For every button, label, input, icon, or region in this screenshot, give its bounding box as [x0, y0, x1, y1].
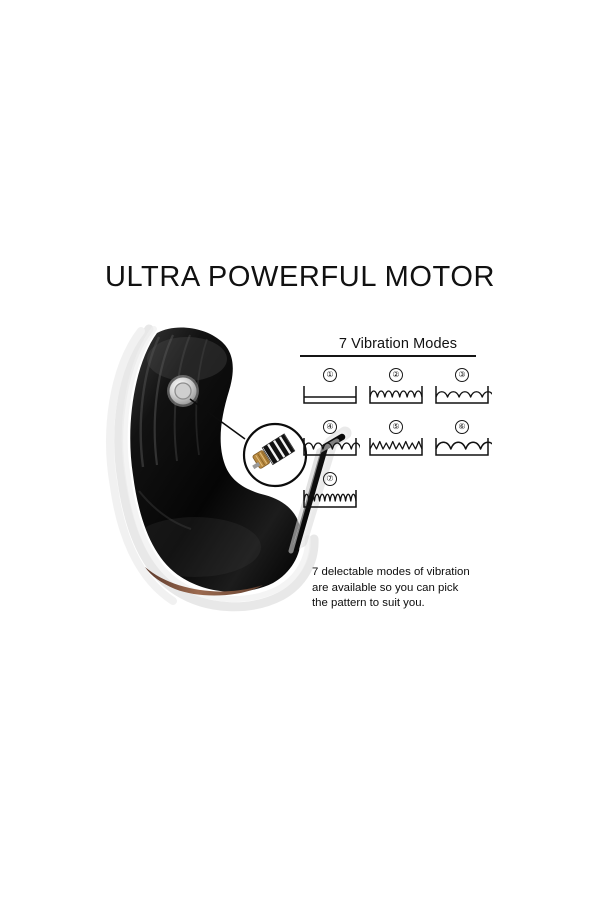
- mode-number-2: ②: [366, 366, 426, 382]
- description-line-3: the pattern to suit you.: [312, 597, 425, 610]
- mode-cell-3[interactable]: ③: [432, 366, 492, 408]
- page-title: ULTRA POWERFUL MOTOR: [104, 261, 496, 293]
- mode-cell-2[interactable]: ②: [366, 366, 426, 408]
- modes-heading: 7 Vibration Modes: [338, 336, 458, 352]
- mode-cell-1[interactable]: ①: [300, 366, 360, 408]
- mode-number-1: ①: [300, 366, 360, 382]
- mode-number-4: ④: [300, 418, 360, 434]
- modes-description: 7 delectable modes of vibration are avai…: [312, 565, 512, 612]
- mode-number-5: ⑤: [366, 418, 426, 434]
- mode-cell-4[interactable]: ④: [300, 418, 360, 460]
- mode-waveform-4: [303, 438, 360, 456]
- mode-number-badge: ⑥: [455, 420, 469, 434]
- mode-cell-6[interactable]: ⑥: [432, 418, 492, 460]
- motor-magnets: [261, 433, 296, 466]
- mode-waveform-5: [369, 438, 423, 456]
- mode-number-badge: ③: [455, 368, 469, 382]
- callout-leader-line: [189, 398, 246, 440]
- mode-waveform-7: [303, 490, 357, 508]
- description-line-2: are available so you can pick: [312, 581, 459, 594]
- vibration-modes-panel: 7 Vibration Modes ① ② ③ ④ ⑤ ⑥ ⑦: [300, 336, 496, 512]
- product-illustration: [95, 315, 385, 645]
- mode-number-badge: ⑤: [389, 420, 403, 434]
- mode-number-7: ⑦: [300, 470, 360, 486]
- mode-cell-7[interactable]: ⑦: [300, 470, 360, 512]
- mode-number-badge: ①: [323, 368, 337, 382]
- description-line-1: 7 delectable modes of vibration: [312, 566, 470, 578]
- mode-number-badge: ②: [389, 368, 403, 382]
- mode-number-badge: ⑦: [323, 472, 337, 486]
- mode-waveform-1: [303, 386, 357, 404]
- product-halo-inner: [121, 326, 312, 603]
- mode-number-3: ③: [432, 366, 492, 382]
- mode-cell-5[interactable]: ⑤: [366, 418, 426, 460]
- mode-number-6: ⑥: [432, 418, 492, 434]
- mode-waveform-6: [435, 438, 492, 456]
- mode-waveform-3: [435, 386, 492, 404]
- modes-grid: ① ② ③ ④ ⑤ ⑥ ⑦: [300, 366, 496, 512]
- accent-strip: [145, 567, 263, 596]
- mode-waveform-2: [369, 386, 423, 404]
- motor-callout: [242, 422, 308, 488]
- mode-number-badge: ④: [323, 420, 337, 434]
- modes-divider: [300, 355, 476, 357]
